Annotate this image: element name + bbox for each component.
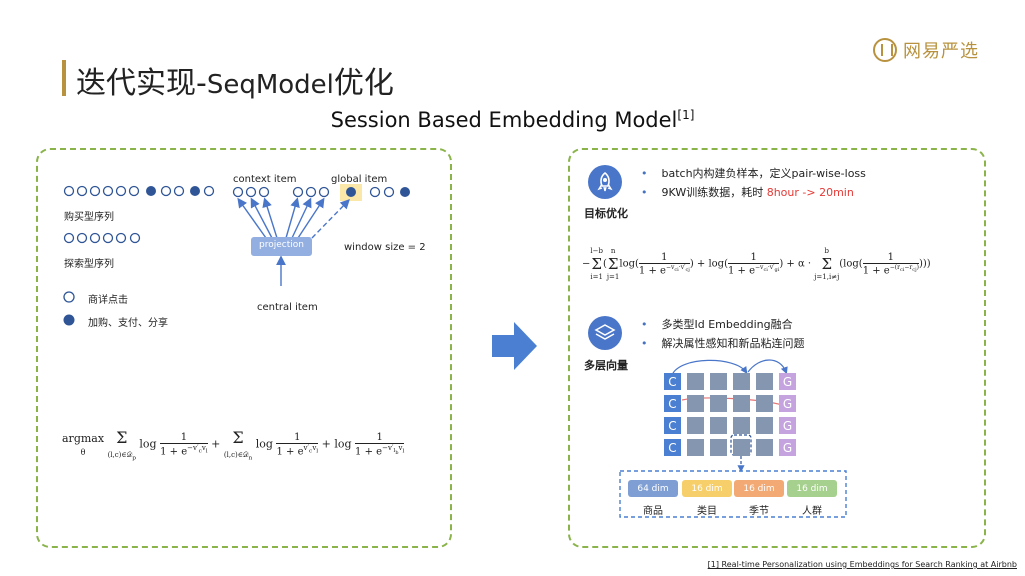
seq-node xyxy=(173,185,185,197)
grid-cell xyxy=(710,395,727,412)
time-highlight: 8hour -> 20min xyxy=(766,186,854,199)
logo-icon xyxy=(873,38,897,62)
right-panel xyxy=(568,148,986,548)
purchase-sequence-nodes xyxy=(63,185,215,197)
brand-logo: 网易严选 xyxy=(873,36,979,64)
multi-layer-vector-label: 多层向量 xyxy=(584,359,628,372)
grid-cell xyxy=(733,395,750,412)
explore-sequence-nodes xyxy=(63,232,141,244)
seq-node xyxy=(63,232,75,244)
embedding-grid: C G C G C G C G xyxy=(664,373,804,459)
global-item-label: global item xyxy=(331,174,388,185)
seq-node xyxy=(76,232,88,244)
multi-bullet-1: 多类型Id Embedding融合 xyxy=(641,316,793,332)
grid-selected-cell xyxy=(730,434,752,456)
seq-node xyxy=(203,185,215,197)
dim-label-item: 商品 xyxy=(643,506,663,517)
slide-subtitle: Session Based Embedding Model[1] xyxy=(330,108,695,132)
seq-node xyxy=(115,232,127,244)
dim-box-season: 16 dim xyxy=(734,480,784,497)
projection-arrows xyxy=(237,197,350,286)
legend-click-icon xyxy=(63,291,75,303)
seq-node xyxy=(102,185,114,197)
projection-label: projection xyxy=(259,240,304,250)
seq-node xyxy=(115,185,127,197)
grid-cell xyxy=(733,439,750,456)
dim-container xyxy=(619,470,847,518)
seq-node xyxy=(89,185,101,197)
grid-cell-c: C xyxy=(664,439,681,456)
seq-node xyxy=(369,186,381,198)
grid-cell xyxy=(733,417,750,434)
seq-node xyxy=(89,232,101,244)
grid-cell-c: C xyxy=(664,417,681,434)
grid-cell xyxy=(756,373,773,390)
central-item-label: central item xyxy=(257,302,318,313)
rocket-icon xyxy=(588,165,622,199)
seq-node-filled xyxy=(146,186,156,196)
grid-cell xyxy=(756,439,773,456)
grid-cell-g: G xyxy=(779,417,796,434)
seq-node-filled xyxy=(190,186,200,196)
explore-sequence-label: 探索型序列 xyxy=(64,259,114,270)
grid-cell xyxy=(687,439,704,456)
grid-cell xyxy=(756,395,773,412)
seq-node xyxy=(383,186,395,198)
reference-footnote[interactable]: [1] Real-time Personalization using Embe… xyxy=(707,560,1017,569)
dim-box-category: 16 dim xyxy=(682,480,732,497)
left-panel xyxy=(36,148,452,548)
grid-cell xyxy=(710,439,727,456)
layers-icon xyxy=(588,316,622,350)
logo-text: 网易严选 xyxy=(903,41,979,62)
global-item-node xyxy=(346,187,356,197)
projection-box xyxy=(251,237,312,256)
legend-buy-icon xyxy=(63,314,75,326)
multi-bullet-2: 解决属性感知和新品粘连问题 xyxy=(641,335,805,351)
grid-cell xyxy=(756,417,773,434)
window-size-label: window size = 2 xyxy=(344,242,426,253)
goal-optimization-label: 目标优化 xyxy=(584,207,628,220)
right-arrow-icon xyxy=(492,322,537,370)
seq-node-filled xyxy=(400,187,410,197)
grid-arrow-top xyxy=(671,359,748,376)
dim-label-season: 季节 xyxy=(749,506,769,517)
goal-bullet-2: 9KW训练数据，耗时 8hour -> 20min xyxy=(641,184,854,200)
page-title: 迭代实现-SeqModel优化 xyxy=(76,66,394,101)
dim-box-crowd: 16 dim xyxy=(787,480,837,497)
legend-click-label: 商详点击 xyxy=(88,295,128,306)
title-accent-bar xyxy=(62,60,66,96)
seq-node xyxy=(128,185,140,197)
seq-node xyxy=(102,232,114,244)
grid-cell xyxy=(687,417,704,434)
grid-cell xyxy=(687,373,704,390)
context-item-nodes xyxy=(232,186,330,198)
seq-node xyxy=(129,232,141,244)
legend-buy-label: 加购、支付、分享 xyxy=(88,318,168,329)
grid-cell xyxy=(710,417,727,434)
seq-node xyxy=(63,185,75,197)
seq-node xyxy=(160,185,172,197)
grid-cell-g: G xyxy=(779,395,796,412)
grid-cell-g: G xyxy=(779,373,796,390)
dim-label-category: 类目 xyxy=(697,506,717,517)
goal-bullet-1: batch内构建负样本，定义pair-wise-loss xyxy=(641,165,866,181)
grid-cell xyxy=(687,395,704,412)
grid-arrow-top xyxy=(747,359,788,375)
dim-box-item: 64 dim xyxy=(628,480,678,497)
context-item-label: context item xyxy=(233,174,297,185)
grid-cell-c: C xyxy=(664,373,681,390)
purchase-sequence-label: 购买型序列 xyxy=(64,212,114,223)
grid-cell-c: C xyxy=(664,395,681,412)
grid-cell xyxy=(710,373,727,390)
seq-node xyxy=(76,185,88,197)
grid-cell xyxy=(733,373,750,390)
dim-label-crowd: 人群 xyxy=(802,506,822,517)
grid-cell-g: G xyxy=(779,439,796,456)
